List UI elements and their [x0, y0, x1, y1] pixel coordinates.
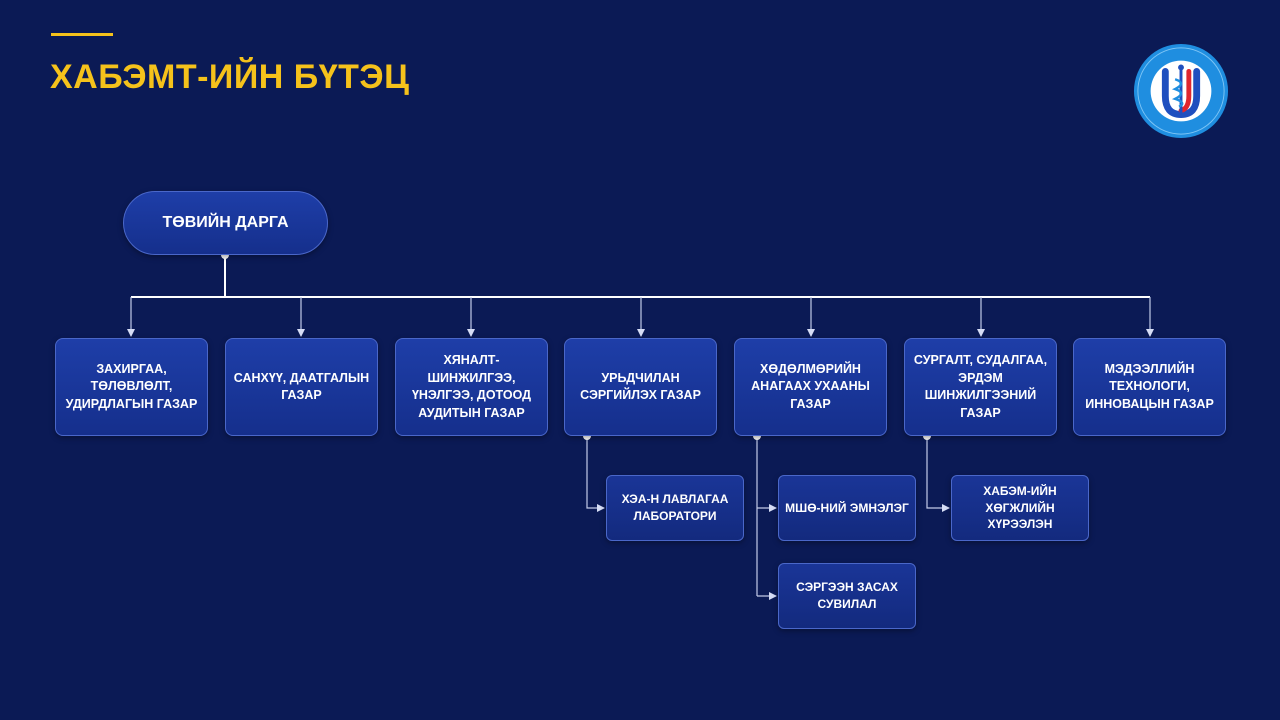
unit-label: МШӨ-НИЙ ЭМНЭЛЭГ	[785, 500, 909, 515]
unit-rehabilitation-sanatorium: СЭРГЭЭН ЗАСАХ СУВИЛАЛ	[778, 563, 916, 629]
unit-label: ХЭА-Н ЛАВЛАГАА ЛАБОРАТОРИ	[621, 492, 729, 523]
unit-reference-laboratory: ХЭА-Н ЛАВЛАГАА ЛАБОРАТОРИ	[606, 475, 744, 541]
dept-label: УРЬДЧИЛАН СЭРГИЙЛЭХ ГАЗАР	[580, 370, 701, 403]
dept-label: САНХҮҮ, ДААТГАЛЫН ГАЗАР	[233, 370, 370, 403]
dept-prevention: УРЬДЧИЛАН СЭРГИЙЛЭХ ГАЗАР	[564, 338, 717, 436]
dept-research: СУРГАЛТ, СУДАЛГАА, ЭРДЭМ ШИНЖИЛГЭЭНИЙ ГА…	[904, 338, 1057, 436]
dept-finance: САНХҮҮ, ДААТГАЛЫН ГАЗАР	[225, 338, 378, 436]
dept-label: СУРГАЛТ, СУДАЛГАА, ЭРДЭМ ШИНЖИЛГЭЭНИЙ ГА…	[913, 353, 1048, 420]
dept-administration: ЗАХИРГАА, ТӨЛӨВЛӨЛТ, УДИРДЛАГЫН ГАЗАР	[55, 338, 208, 436]
page-title: ХАБЭМТ-ИЙН БҮТЭЦ	[50, 58, 410, 96]
director-box: ТӨВИЙН ДАРГА	[123, 191, 328, 255]
dept-label: ЗАХИРГАА, ТӨЛӨВЛӨЛТ, УДИРДЛАГЫН ГАЗАР	[65, 361, 198, 411]
director-label: ТӨВИЙН ДАРГА	[162, 213, 289, 231]
institution-emblem-icon	[1133, 43, 1229, 139]
unit-hospital: МШӨ-НИЙ ЭМНЭЛЭГ	[778, 475, 916, 541]
dept-label: ХЯНАЛТ-ШИНЖИЛГЭЭ, ҮНЭЛГЭЭ, ДОТООД АУДИТЫ…	[411, 353, 532, 420]
director-connector	[131, 255, 1150, 298]
dept-occupational-medicine: ХӨДӨЛМӨРИЙН АНАГААХ УХААНЫ ГАЗАР	[734, 338, 887, 436]
unit-development-institute: ХАБЭМ-ИЙН ХӨГЖЛИЙН ХҮРЭЭЛЭН	[951, 475, 1089, 541]
unit-label: СЭРГЭЭН ЗАСАХ СУВИЛАЛ	[796, 580, 898, 611]
sub-unit-connectors	[586, 436, 950, 600]
title-accent-bar	[51, 33, 113, 36]
dept-it-innovation: МЭДЭЭЛЛИЙН ТЕХНОЛОГИ, ИННОВАЦЫН ГАЗАР	[1073, 338, 1226, 436]
unit-label: ХАБЭМ-ИЙН ХӨГЖЛИЙН ХҮРЭЭЛЭН	[983, 483, 1057, 532]
department-drop-lines	[127, 297, 1154, 337]
dept-label: МЭДЭЭЛЛИЙН ТЕХНОЛОГИ, ИННОВАЦЫН ГАЗАР	[1085, 361, 1214, 411]
dept-label: ХӨДӨЛМӨРИЙН АНАГААХ УХААНЫ ГАЗАР	[751, 361, 870, 411]
dept-audit: ХЯНАЛТ-ШИНЖИЛГЭЭ, ҮНЭЛГЭЭ, ДОТООД АУДИТЫ…	[395, 338, 548, 436]
